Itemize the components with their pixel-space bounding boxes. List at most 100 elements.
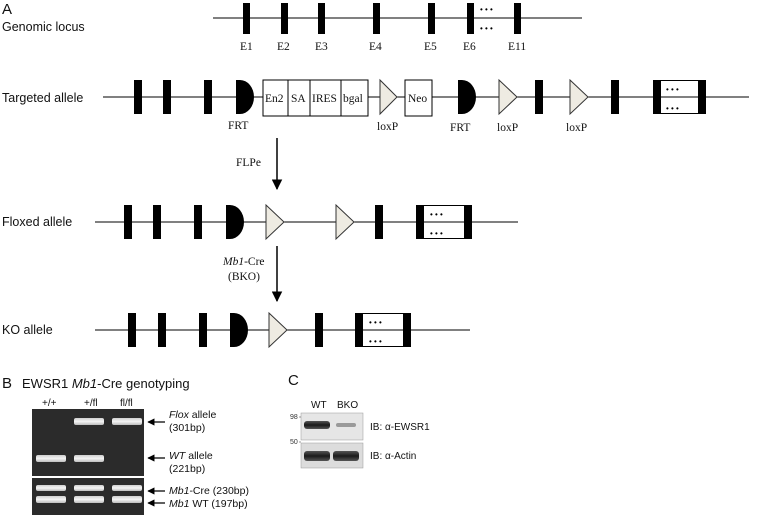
cre-label-italic: Mb1 (222, 256, 244, 268)
ko-exon-1 (128, 313, 136, 347)
floxed-loxp-1 (265, 203, 285, 241)
exon-label-e2: E2 (277, 41, 290, 53)
wb-band-actin-bko (333, 451, 359, 461)
gel-band-wt-lane2 (74, 455, 104, 462)
targeted-exon-4 (535, 80, 543, 114)
panel-a-letter: A (2, 1, 12, 18)
cassette-bgal: bgal (343, 93, 363, 105)
gel-band-flox-lane2 (74, 418, 104, 425)
wb-actin-label: IB: α-Actin (370, 451, 416, 462)
panel-b-title-italic: Mb1 (72, 376, 97, 391)
wt-allele-label: WT allele (169, 450, 213, 462)
wt-italic: WT (169, 450, 187, 462)
gel-band-mb1wt-lane2 (74, 496, 104, 503)
ko-allele-row: KO allele • • • • • • (2, 311, 470, 349)
targeted-exon-7 (698, 80, 706, 114)
neo-label: Neo (408, 93, 427, 105)
floxed-allele-label: Floxed allele (2, 215, 72, 229)
exon-label-e11: E11 (508, 41, 526, 53)
targeted-exon-6 (653, 80, 661, 114)
floxed-allele-row: Floxed allele • • • • • • (2, 203, 518, 241)
floxed-exon-5 (416, 205, 424, 239)
loxp-site-3 (569, 78, 589, 116)
wt-size-label: (221bp) (169, 463, 205, 475)
floxed-exon-4 (375, 205, 383, 239)
cassette-box-bgal (340, 79, 369, 117)
exon-e1 (243, 3, 250, 34)
ko-exon-2 (158, 313, 166, 347)
exon-e2 (281, 3, 288, 34)
ko-dots-bottom: • • • (369, 337, 382, 346)
floxed-loxp-2 (335, 203, 355, 241)
floxed-exon-2 (153, 205, 161, 239)
exon-label-e1: E1 (240, 41, 253, 53)
gel-band-wt-lane1 (36, 455, 66, 462)
neo-box (404, 79, 433, 117)
flox-rest: allele (189, 409, 217, 421)
floxed-dots-bottom: • • • (430, 229, 443, 238)
wt-rest: allele (185, 450, 213, 462)
targeted-allele-row: Targeted allele FRT En2 SA IRES bgal lox… (2, 78, 749, 134)
exon-e11 (514, 3, 521, 34)
frt-site-1 (236, 80, 254, 114)
ko-frt (230, 313, 248, 347)
wb-marker-50: 50 (290, 439, 298, 446)
ko-exon-6 (403, 313, 411, 347)
cassette-ires: IRES (312, 93, 337, 105)
wb-lane-wt: WT (311, 400, 327, 411)
genomic-dots-bottom: • • • (480, 24, 493, 33)
cassette-sa: SA (291, 93, 306, 105)
gel-lane-label-3: fl/fl (120, 398, 133, 409)
flpe-label: FLPe (236, 157, 261, 169)
exon-e4 (373, 3, 380, 34)
targeted-allele-label: Targeted allele (2, 91, 83, 105)
ko-dots-top: • • • (369, 318, 382, 327)
exon-label-e3: E3 (315, 41, 328, 53)
targeted-exon-5 (611, 80, 619, 114)
mb1-cre-italic: Mb1 (169, 485, 189, 497)
frt-site-2 (458, 80, 476, 114)
flox-size-label: (301bp) (169, 422, 205, 434)
ko-loxp (268, 311, 288, 349)
loxp-label-2: loxP (497, 122, 518, 134)
ko-exon-5 (355, 313, 363, 347)
mb1-cre-rest: -Cre (230bp) (189, 485, 249, 497)
targeted-dots-top: • • • (666, 85, 679, 94)
gel-band-mb1wt-lane3 (112, 496, 142, 503)
floxed-exon-1 (124, 205, 132, 239)
floxed-dots-top: • • • (430, 210, 443, 219)
floxed-exon-3 (194, 205, 202, 239)
exon-e5 (428, 3, 435, 34)
panel-b-letter: B (2, 375, 12, 392)
cassette-box-ires (309, 79, 342, 117)
panel-b-title: EWSR1 Mb1-Cre genotyping (22, 376, 190, 391)
panel-b-title-pre: EWSR1 (22, 376, 72, 391)
exon-label-e6: E6 (463, 41, 476, 53)
exon-label-e4: E4 (369, 41, 382, 53)
targeted-exon-1 (134, 80, 142, 114)
ko-exon-3 (199, 313, 207, 347)
genomic-dots-top: • • • (480, 5, 493, 14)
exon-e3 (318, 3, 325, 34)
ko-allele-label: KO allele (2, 323, 53, 337)
wb-band-ewsr1-wt (304, 421, 330, 429)
cassette-en2: En2 (265, 93, 284, 105)
wb-band-actin-wt (304, 451, 330, 461)
gel-band-mb1wt-lane1 (36, 496, 66, 503)
loxp-label-3: loxP (566, 122, 587, 134)
mb1-wt-rest: WT (197bp) (189, 498, 247, 510)
flox-italic: Flox (169, 409, 190, 421)
genomic-locus-label: Genomic locus (2, 20, 85, 34)
gel-lane-label-2: +/fl (84, 398, 98, 409)
cre-label-rest: -Cre (244, 256, 264, 268)
flox-allele-label: Flox allele (169, 409, 216, 421)
targeted-dots-bottom: • • • (666, 104, 679, 113)
targeted-exon-2 (163, 80, 171, 114)
ko-exon-4 (315, 313, 323, 347)
exon-e6 (467, 3, 474, 34)
cassette-box-en2 (262, 79, 289, 117)
exon-label-e5: E5 (424, 41, 437, 53)
wb-ewsr1-label: IB: α-EWSR1 (370, 422, 430, 433)
gel-band-cre-lane1 (36, 485, 66, 491)
